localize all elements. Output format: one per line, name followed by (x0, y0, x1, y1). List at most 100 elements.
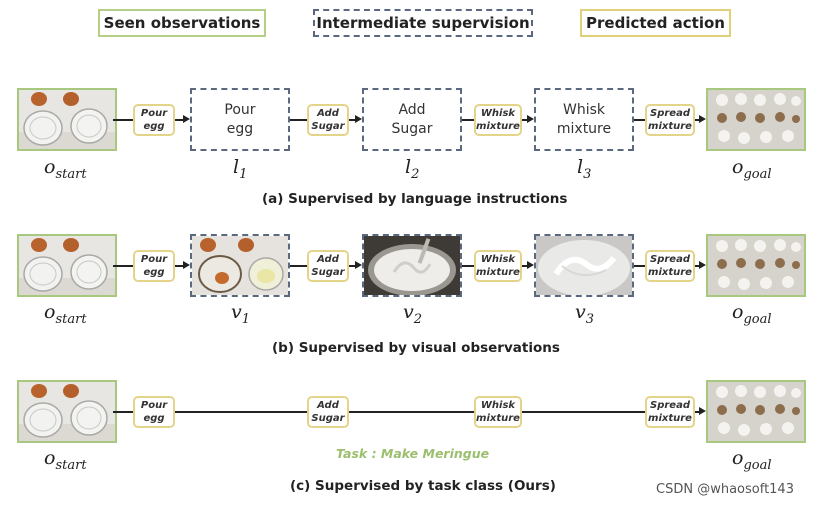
visual-observation-image-2 (362, 234, 462, 297)
o-start-label-c: ostart (44, 447, 87, 473)
v3-label: v3 (575, 301, 594, 327)
v-subscript: 3 (585, 312, 595, 327)
action-word: mixture (476, 121, 520, 132)
sugar-mixing-image (364, 236, 460, 295)
action-word: egg (143, 267, 165, 278)
eggs-bowls-image (19, 90, 115, 149)
box-line: mixture (556, 120, 612, 137)
arrow-head (699, 407, 706, 415)
language-instruction-box-3: Whisk mixture (534, 88, 634, 151)
action-word: Whisk (480, 254, 516, 265)
o-symbol: o (732, 447, 744, 469)
v-symbol: v (403, 301, 414, 323)
action-whisk-mixture: Whisk mixture (474, 396, 522, 428)
caption-a: (a) Supervised by language instructions (262, 191, 568, 207)
goal-observation-image-a (706, 88, 806, 151)
l-symbol: l (405, 156, 412, 178)
action-word: Add (317, 254, 339, 265)
action-word: Sugar (311, 121, 345, 132)
start-subscript: start (55, 458, 87, 473)
meringue-tray-image (708, 90, 804, 149)
task-class-label: Task : Make Meringue (336, 446, 490, 461)
goal-subscript: goal (743, 167, 772, 182)
start-observation-image-a (17, 88, 117, 151)
l1-label: l1 (233, 156, 247, 182)
legend-intermediate-supervision: Intermediate supervision (313, 9, 533, 37)
l-symbol: l (233, 156, 240, 178)
box-line: Add (398, 101, 426, 118)
action-pour-egg: Pour egg (133, 250, 175, 282)
start-subscript: start (55, 312, 87, 327)
goal-subscript: goal (743, 312, 772, 327)
legend-predicted-label: Predicted action (586, 14, 725, 32)
legend-intermediate-label: Intermediate supervision (316, 14, 530, 32)
action-whisk-mixture: Whisk mixture (474, 104, 522, 136)
o-symbol: o (44, 447, 56, 469)
goal-observation-image-b (706, 234, 806, 297)
meringue-tray-image (708, 236, 804, 295)
o-symbol: o (44, 156, 56, 178)
visual-observation-image-3 (534, 234, 634, 297)
l-subscript: 1 (239, 167, 248, 182)
action-word: Whisk (480, 108, 516, 119)
action-word: Whisk (480, 400, 516, 411)
action-word: Pour (140, 400, 168, 411)
l3-label: l3 (577, 156, 591, 182)
v-symbol: v (231, 301, 242, 323)
o-start-label-a: ostart (44, 156, 87, 182)
action-spread-mixture: Spread mixture (645, 250, 695, 282)
box-line: Sugar (391, 120, 433, 137)
v-symbol: v (575, 301, 586, 323)
action-word: Spread (650, 400, 690, 411)
arrow-line (113, 411, 700, 413)
action-word: mixture (476, 267, 520, 278)
eggs-bowls-image (19, 236, 115, 295)
arrow-head (527, 261, 534, 269)
arrow-head (183, 261, 190, 269)
action-word: egg (143, 413, 165, 424)
start-observation-image-b (17, 234, 117, 297)
action-word: Pour (140, 254, 168, 265)
arrow-head (355, 115, 362, 123)
arrow-head (699, 115, 706, 123)
action-whisk-mixture: Whisk mixture (474, 250, 522, 282)
goal-subscript: goal (743, 458, 772, 473)
arrow-head (699, 261, 706, 269)
whisked-mixture-image (536, 236, 632, 295)
action-word: mixture (648, 413, 692, 424)
start-observation-image-c (17, 380, 117, 443)
v-subscript: 1 (241, 312, 251, 327)
box-line: Whisk (562, 101, 605, 118)
legend-seen-observations: Seen observations (98, 9, 266, 37)
eggs-bowls-image (19, 382, 115, 441)
action-word: mixture (648, 121, 692, 132)
box-line: egg (226, 120, 254, 137)
action-word: mixture (476, 413, 520, 424)
visual-observation-image-1 (190, 234, 290, 297)
meringue-tray-image (708, 382, 804, 441)
l-subscript: 2 (411, 167, 420, 182)
action-word: mixture (648, 267, 692, 278)
goal-observation-image-c (706, 380, 806, 443)
action-word: egg (143, 121, 165, 132)
action-word: Sugar (311, 267, 345, 278)
action-word: Sugar (311, 413, 345, 424)
action-spread-mixture: Spread mixture (645, 396, 695, 428)
arrow-head (183, 115, 190, 123)
v1-label: v1 (231, 301, 250, 327)
o-symbol: o (732, 156, 744, 178)
legend-seen-label: Seen observations (103, 14, 261, 32)
action-word: Add (317, 108, 339, 119)
box-line: Pour (224, 101, 256, 118)
caption-b: (b) Supervised by visual observations (272, 340, 560, 356)
l-subscript: 3 (583, 167, 592, 182)
legend-predicted-action: Predicted action (580, 9, 731, 37)
language-instruction-box-1: Pour egg (190, 88, 290, 151)
action-word: Spread (650, 254, 690, 265)
